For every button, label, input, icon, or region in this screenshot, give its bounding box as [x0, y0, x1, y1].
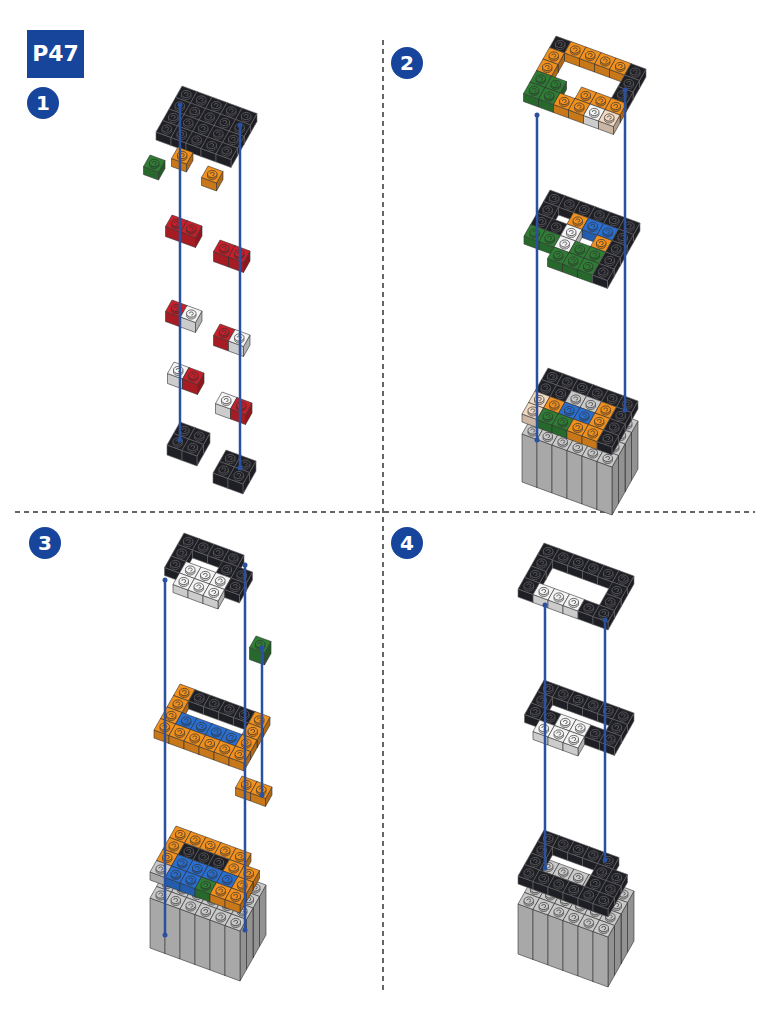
guide-dot — [238, 466, 243, 471]
brick — [150, 826, 260, 913]
brick — [236, 776, 273, 807]
guide-dot — [603, 858, 608, 863]
guide-line — [164, 580, 167, 935]
brick — [250, 636, 272, 665]
brick — [518, 858, 634, 987]
brick — [214, 240, 251, 273]
label-text: 2 — [400, 53, 414, 73]
brick — [144, 155, 166, 180]
brick — [214, 324, 251, 357]
guide-dot — [535, 438, 540, 443]
panel-divider — [15, 40, 755, 990]
guide-line — [179, 105, 182, 440]
brick — [525, 680, 635, 756]
brick-group — [144, 36, 647, 987]
step-number: 1 — [27, 87, 59, 119]
guide-line — [239, 125, 242, 468]
guide-lines — [163, 88, 628, 938]
guide-dot — [543, 603, 548, 608]
label-text: P47 — [32, 43, 79, 65]
label-text: 4 — [400, 533, 414, 553]
guide-dot — [178, 103, 183, 108]
step-number: 2 — [391, 47, 423, 79]
guide-dot — [623, 408, 628, 413]
step-number: 3 — [29, 527, 61, 559]
brick — [524, 36, 647, 135]
guide-dot — [178, 438, 183, 443]
brick — [150, 852, 266, 981]
brick — [216, 392, 253, 425]
brick — [165, 533, 253, 609]
guide-dot — [243, 928, 248, 933]
guide-dot — [260, 646, 265, 651]
brick — [166, 215, 203, 248]
guide-dot — [243, 563, 248, 568]
brick — [168, 362, 205, 395]
divider-line — [15, 511, 755, 513]
guide-line — [261, 648, 264, 795]
guide-dot — [163, 933, 168, 938]
guide-dot — [623, 88, 628, 93]
step-number: 4 — [391, 527, 423, 559]
brick — [154, 684, 270, 771]
brick — [156, 86, 257, 168]
page-tag: P47 — [27, 30, 84, 78]
guide-line — [244, 565, 247, 930]
brick — [213, 450, 256, 494]
guide-dot — [603, 618, 608, 623]
divider-line — [382, 40, 384, 990]
guide-dot — [238, 123, 243, 128]
guide-dot — [260, 793, 265, 798]
brick — [167, 422, 210, 466]
brick — [518, 543, 634, 630]
brick — [524, 190, 640, 289]
guide-dot — [543, 866, 548, 871]
guide-dot — [535, 113, 540, 118]
brick — [172, 147, 194, 172]
label-text: 3 — [38, 533, 52, 553]
brick — [522, 388, 638, 515]
brick — [202, 166, 224, 191]
guide-line — [544, 605, 547, 868]
brick — [518, 830, 628, 917]
label-text: 1 — [36, 93, 50, 113]
brick — [522, 368, 638, 455]
guide-line — [604, 620, 607, 860]
guide-line — [536, 115, 539, 440]
guide-line — [624, 90, 627, 410]
brick — [166, 300, 203, 333]
guide-dot — [163, 578, 168, 583]
